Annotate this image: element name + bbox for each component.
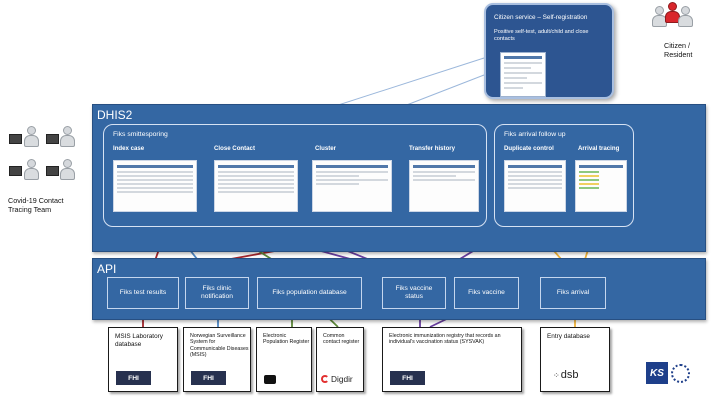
api-fiks-test-results[interactable]: Fiks test results <box>107 277 179 309</box>
app-title-close-contact: Close Contact <box>214 145 255 152</box>
computer-icon <box>9 166 22 176</box>
api-fiks-vaccine-status[interactable]: Fiks vaccine status <box>382 277 446 309</box>
contact-tracing-label: Covid-19 Contact Tracing Team <box>8 196 64 214</box>
person-icon <box>21 126 41 152</box>
fhi-logo: FHI <box>191 371 226 385</box>
app-title-cluster: Cluster <box>315 145 336 152</box>
db-common-contact-register: Common contact register Digdir <box>316 327 364 392</box>
arrival-follow-up-title: Fiks arrival follow up <box>504 131 566 138</box>
duplicate-control-screenshot[interactable] <box>504 160 566 212</box>
arrival-follow-up-group: Fiks arrival follow up Duplicate control… <box>494 124 634 227</box>
citizen-icon-group <box>649 2 695 40</box>
transfer-history-screenshot[interactable] <box>409 160 479 212</box>
person-icon <box>675 6 695 32</box>
db-population-register: Electronic Population Register <box>256 327 312 392</box>
dsb-logo: ⁘dsb <box>553 369 579 381</box>
db-msis-laboratory: MSIS Laboratory database FHI <box>108 327 178 392</box>
cluster-screenshot[interactable] <box>312 160 392 212</box>
citizen-form-screenshot <box>500 52 546 97</box>
person-icon <box>21 159 41 185</box>
app-title-arrival-tracing: Arrival tracing <box>578 145 620 152</box>
api-fiks-population-database[interactable]: Fiks population database <box>257 277 362 309</box>
arrival-tracing-screenshot[interactable] <box>575 160 627 212</box>
smittesporing-group: Fiks smittesporing Index case Close Cont… <box>103 124 487 227</box>
db-label: Common contact register <box>323 333 360 346</box>
star-emblem-icon <box>671 364 690 383</box>
db-label: Electronic immunization registry that re… <box>389 333 501 346</box>
index-case-screenshot[interactable] <box>113 160 197 212</box>
api-fiks-arrival[interactable]: Fiks arrival <box>540 277 606 309</box>
db-label: MSIS Laboratory database <box>115 333 163 348</box>
db-msis-surveillance: Norwegian Surveillance System for Commun… <box>183 327 251 392</box>
api-title: API <box>97 262 117 276</box>
fhi-logo: FHI <box>390 371 425 385</box>
citizen-label: Citizen / Resident <box>664 41 693 59</box>
app-title-transfer-history: Transfer history <box>409 145 456 152</box>
api-panel: API Fiks test results Fiks clinic notifi… <box>92 258 706 320</box>
db-label: Entry database <box>547 333 590 340</box>
db-label: Norwegian Surveillance System for Commun… <box>190 333 249 358</box>
skatteetaten-logo-icon <box>264 375 276 384</box>
fhi-logo: FHI <box>116 371 151 385</box>
contact-tracing-icon-group <box>9 126 81 188</box>
digdir-mark-icon <box>321 375 329 383</box>
ks-logo: KS <box>646 362 668 384</box>
digdir-logo: Digdir <box>321 374 353 384</box>
computer-icon <box>46 166 59 176</box>
citizen-service-title: Citizen service – Self-registration <box>494 14 588 21</box>
db-sysvak: Electronic immunization registry that re… <box>382 327 522 392</box>
person-icon <box>57 126 77 152</box>
person-icon <box>57 159 77 185</box>
citizen-service-description: Positive self-test, adult/child and clos… <box>494 29 589 43</box>
api-fiks-clinic-notification[interactable]: Fiks clinic notification <box>185 277 249 309</box>
smittesporing-title: Fiks smittesporing <box>113 131 168 138</box>
api-fiks-vaccine[interactable]: Fiks vaccine <box>454 277 519 309</box>
app-title-duplicate-control: Duplicate control <box>504 145 554 152</box>
close-contact-screenshot[interactable] <box>214 160 298 212</box>
computer-icon <box>9 134 22 144</box>
citizen-service-box: Citizen service – Self-registration Posi… <box>484 3 614 99</box>
app-title-index-case: Index case <box>113 145 145 152</box>
computer-icon <box>46 134 59 144</box>
dsb-dots-icon: ⁘ <box>553 370 560 380</box>
db-label: Electronic Population Register <box>263 333 310 346</box>
dhis2-title: DHIS2 <box>97 108 133 122</box>
db-entry-database: Entry database ⁘dsb <box>540 327 610 392</box>
